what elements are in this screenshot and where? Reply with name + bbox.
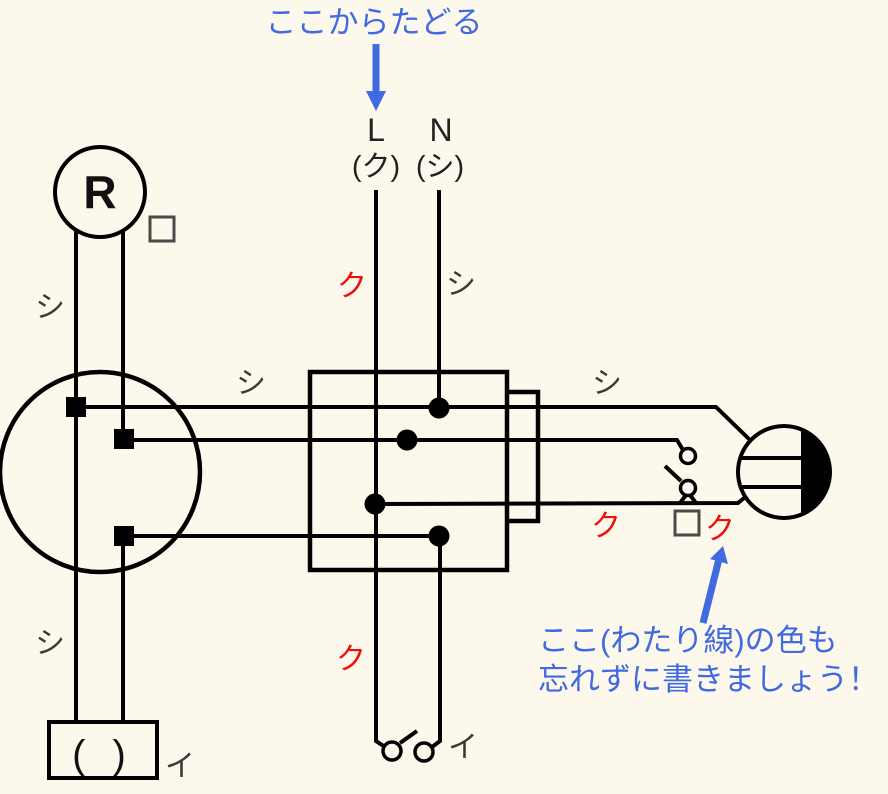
top-note-text: ここからたどる (266, 5, 483, 40)
bottom-note-arrow (699, 546, 728, 624)
circuit-label-i: イ (165, 750, 195, 783)
ro-mark-square (673, 509, 701, 537)
connection-dot (428, 525, 450, 547)
junction-box (307, 369, 510, 573)
top-note-arrow (366, 44, 386, 111)
bottom-note-line2: 忘れずに書きましょう！ (538, 662, 879, 697)
terminal-square (114, 429, 134, 449)
junction-box-overlap (509, 389, 541, 524)
lamp-receptacle-circle (53, 145, 147, 239)
neutral-run-wire (86, 405, 752, 442)
switch-i-right-wire (430, 537, 442, 749)
outlet-fill-segment (801, 429, 831, 515)
lamp-receptacle-letter: R (83, 166, 116, 218)
switch-blade (663, 464, 683, 483)
wire-label-shi: シ (35, 627, 65, 660)
source-l-label: L (367, 112, 385, 148)
switch-lead (678, 493, 688, 505)
bottom-note-line1: ここ(わたり線)の色も (538, 623, 838, 658)
terminal-square (114, 526, 134, 546)
wire-label-shi: シ (592, 367, 622, 400)
receptacle-to-switch-wire (134, 438, 685, 452)
ceiling-light-symbol: ( ) (72, 733, 134, 777)
wire-label-shi: シ (446, 268, 476, 301)
connection-dot (428, 397, 450, 419)
wire-label-ku: ク (705, 513, 735, 546)
switch-terminal (413, 741, 435, 763)
switch-terminal (678, 446, 698, 466)
connection-dot (364, 493, 386, 515)
circuit-label-i: イ (448, 731, 478, 764)
switch-blade (398, 729, 419, 745)
wire-label-ku: ク (591, 510, 621, 543)
wire-label-ku: ク (336, 643, 366, 676)
ceiling-light-box (47, 720, 159, 780)
source-n-wire-color: (シ) (416, 151, 464, 183)
connection-dot (396, 429, 418, 451)
arrow-down-icon (366, 91, 386, 111)
terminal-square (66, 397, 86, 417)
switch-lead (688, 493, 698, 505)
outlet-box-circle (0, 369, 203, 575)
ro-mark-square (148, 215, 176, 243)
outlet-symbol (736, 424, 832, 520)
arrow-up-icon (710, 546, 728, 564)
wires (74, 190, 752, 749)
source-n-label: N (429, 112, 452, 148)
source-l-wire-color: (ク) (352, 151, 400, 183)
wire-label-ku: ク (337, 270, 367, 303)
wire-label-shi: シ (236, 367, 266, 400)
switch-i (381, 729, 435, 763)
switch-terminal (381, 740, 403, 762)
switch-terminal (678, 478, 698, 498)
switch-ro (663, 446, 698, 505)
wire-label-shi: シ (35, 291, 65, 324)
